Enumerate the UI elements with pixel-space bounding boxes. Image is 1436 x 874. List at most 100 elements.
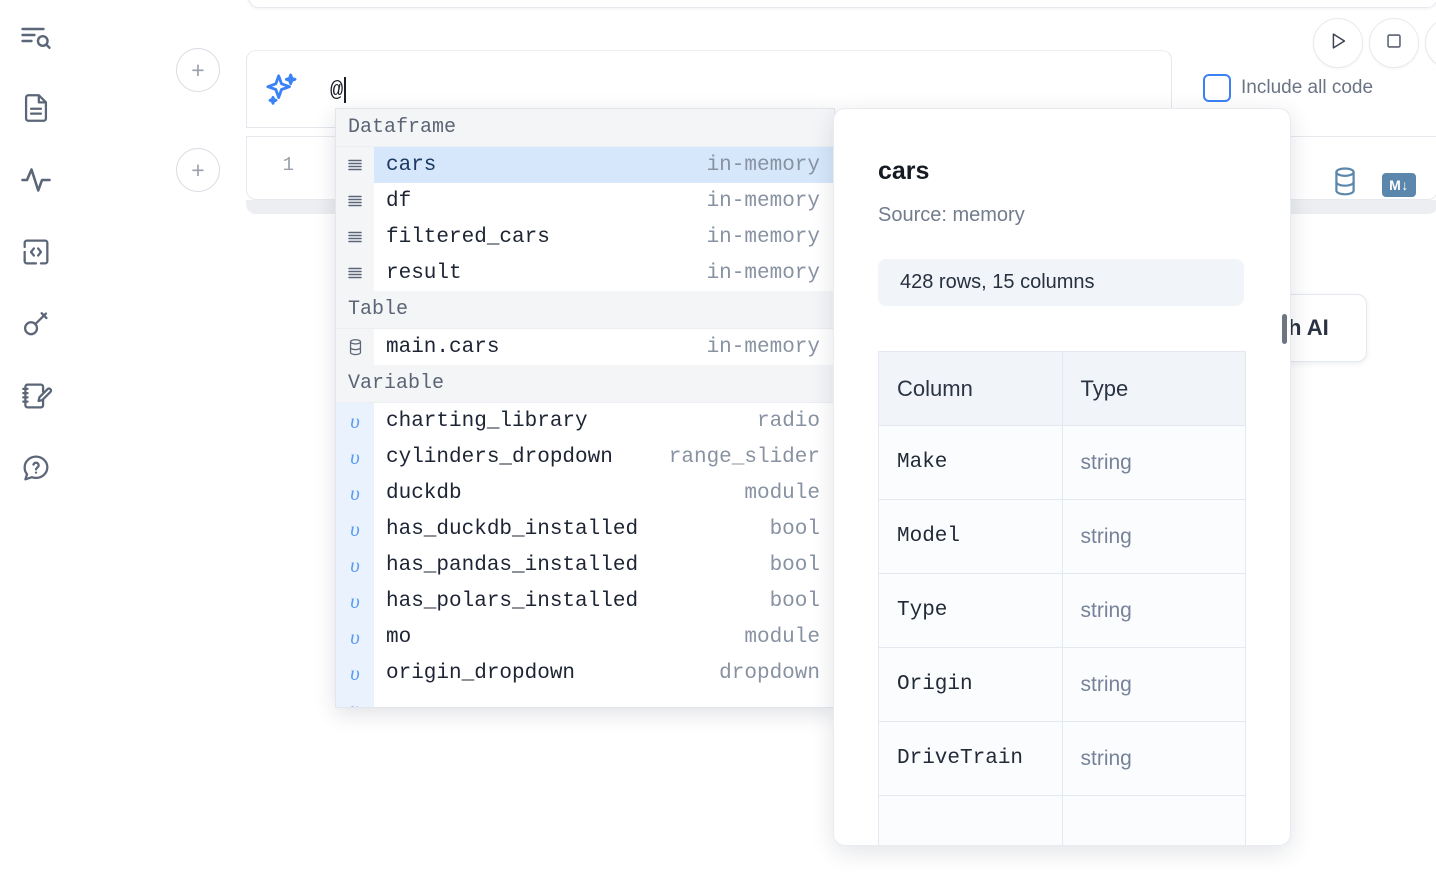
more-actions-button[interactable] (1425, 18, 1436, 68)
stop-button[interactable] (1369, 18, 1419, 68)
docs-scrollbar-thumb[interactable] (1282, 314, 1287, 344)
variable-icon: υ (336, 547, 374, 583)
column-name-cell: Origin (878, 647, 1063, 722)
autocomplete-item-type: in-memory (706, 189, 820, 213)
autocomplete-item-name: filtered_cars (386, 225, 550, 249)
autocomplete-item-type: range_slider (668, 445, 820, 469)
autocomplete-item-name: has_pandas_installed (386, 553, 639, 577)
sidebar-item-files[interactable] (12, 84, 60, 132)
docs-title: cars (878, 157, 930, 185)
markdown-icon[interactable]: M↓ (1382, 172, 1416, 197)
autocomplete-item-name: origin_dropdown (386, 661, 576, 685)
autocomplete-item[interactable]: υ cylinders_dropdown range_slider (336, 439, 834, 475)
autocomplete-item-type: bool (769, 517, 820, 541)
autocomplete-item[interactable]: df in-memory (336, 183, 834, 219)
autocomplete-item-name: cars (386, 153, 437, 177)
autocomplete-item[interactable]: υ has_polars_installed bool (336, 583, 834, 619)
notebook-edit-icon (19, 379, 53, 413)
autocomplete-item-type: module (744, 481, 820, 505)
autocomplete-item-name: mo (386, 625, 412, 649)
autocomplete-item-name: main.cars (386, 335, 500, 359)
column-name-cell (878, 795, 1063, 845)
docs-shape-badge: 428 rows, 15 columns (878, 259, 1244, 306)
sidebar-item-explore[interactable] (12, 14, 60, 62)
sidebar-item-snippets[interactable] (12, 228, 60, 276)
autocomplete-item-name: has_polars_installed (386, 589, 639, 613)
include-all-code-label: Include all code (1241, 77, 1374, 98)
autocomplete-item[interactable]: result in-memory (336, 255, 834, 291)
run-button[interactable] (1313, 18, 1363, 68)
autocomplete-item-name: df (386, 189, 412, 213)
dataframe-icon (336, 147, 374, 183)
autocomplete-item-name: duckdb (386, 481, 462, 505)
autocomplete-item-type: in-memory (706, 225, 820, 249)
variable-icon: υ (336, 475, 374, 511)
autocomplete-item-type: in-memory (706, 261, 820, 285)
column-type-cell: string (1061, 647, 1246, 722)
autocomplete-item-name: charting_library (386, 409, 588, 433)
autocomplete-item-type: module (744, 625, 820, 649)
autocomplete-item-name: result (386, 261, 462, 285)
autocomplete-item-name: cylinders_dropdown (386, 445, 613, 469)
autocomplete-group-header: Table (336, 291, 834, 329)
variable-icon: υ (336, 691, 374, 707)
previous-cell-panel (248, 0, 1436, 8)
autocomplete-item-type: in-memory (706, 335, 820, 359)
autocomplete-item-type: dropdown (719, 661, 820, 685)
autocomplete-item[interactable]: υ has_pandas_installed bool (336, 547, 834, 583)
code-brackets-icon (19, 235, 53, 269)
play-icon (1327, 30, 1349, 57)
autocomplete-item[interactable]: main.cars in-memory (336, 329, 834, 365)
variable-icon: υ (336, 511, 374, 547)
help-chat-icon (19, 451, 53, 485)
ai-prompt-text[interactable]: @ (330, 70, 347, 110)
text-caret (344, 77, 347, 103)
autocomplete-item-type: bool (769, 589, 820, 613)
autocomplete-item[interactable]: υ has_duckdb_installed bool (336, 511, 834, 547)
autocomplete-item-type: bool (769, 553, 820, 577)
variable-icon: υ (336, 619, 374, 655)
autocomplete-item[interactable]: υ origin_dropdown dropdown (336, 655, 834, 691)
variable-icon: υ (336, 655, 374, 691)
variable-icon: υ (336, 439, 374, 475)
column-name-cell: Type (878, 573, 1063, 648)
add-cell-button-top[interactable]: + (176, 48, 220, 92)
variable-icon: υ (336, 583, 374, 619)
autocomplete-item[interactable]: cars in-memory (336, 147, 834, 183)
dataframe-icon (336, 183, 374, 219)
docs-source: Source: memory (878, 204, 1025, 226)
sparkle-icon (262, 70, 302, 110)
sidebar-item-secrets[interactable] (12, 300, 60, 348)
autocomplete-item-clipped[interactable]: υ (336, 691, 834, 707)
dataframe-icon (336, 255, 374, 291)
sidebar-item-help[interactable] (12, 444, 60, 492)
file-text-icon (19, 91, 53, 125)
autocomplete-item-type: radio (756, 409, 820, 433)
autocomplete-item[interactable]: filtered_cars in-memory (336, 219, 834, 255)
include-all-code-row[interactable]: Include all code (1203, 74, 1373, 102)
autocomplete-group-header: Dataframe (336, 109, 834, 147)
add-cell-button-bottom[interactable]: + (176, 148, 220, 192)
autocomplete-item-name: has_duckdb_installed (386, 517, 639, 541)
plus-icon: + (191, 156, 205, 183)
generate-with-ai-label: h AI (1288, 315, 1329, 340)
key-icon (19, 307, 53, 341)
table-header-cell: Column (878, 351, 1063, 426)
sidebar-item-scratchpad[interactable] (12, 372, 60, 420)
include-all-code-checkbox[interactable] (1203, 74, 1231, 102)
autocomplete-group-header: Variable (336, 365, 834, 403)
autocomplete-item-type: in-memory (706, 153, 820, 177)
code-line-number: 1 (282, 154, 294, 176)
sidebar-item-activity[interactable] (12, 156, 60, 204)
database-icon[interactable] (1330, 166, 1360, 203)
